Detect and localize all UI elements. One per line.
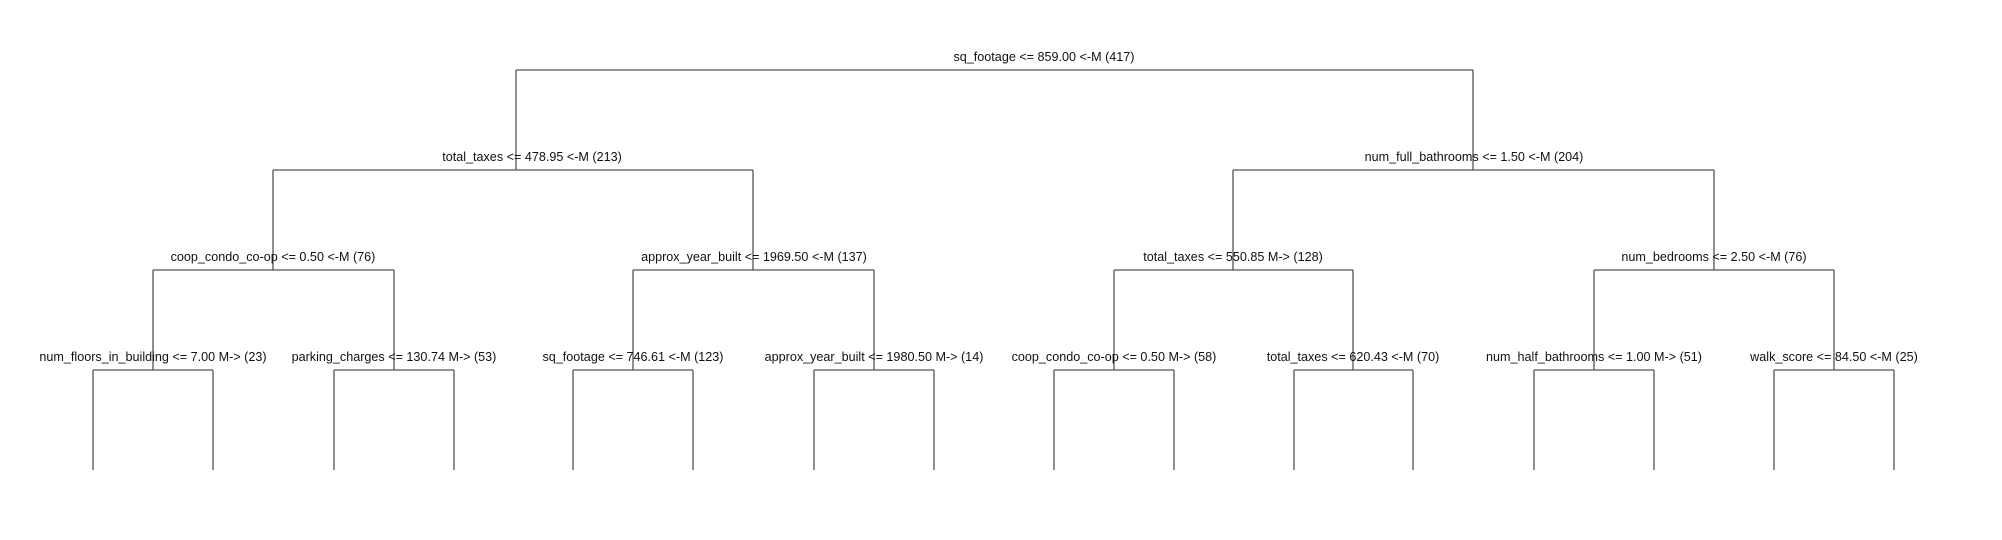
node-label-n12: approx_year_built <= 1969.50 <-M (137) xyxy=(641,250,867,264)
tree-edges xyxy=(92,69,1895,470)
node-label-n21: total_taxes <= 550.85 M-> (128) xyxy=(1143,250,1323,264)
node-label-n222: walk_score <= 84.50 <-M (25) xyxy=(1749,350,1918,364)
node-label-n122: approx_year_built <= 1980.50 M-> (14) xyxy=(765,350,984,364)
node-label-n212: total_taxes <= 620.43 <-M (70) xyxy=(1267,350,1440,364)
node-label-n2: num_full_bathrooms <= 1.50 <-M (204) xyxy=(1365,150,1584,164)
node-label-n22: num_bedrooms <= 2.50 <-M (76) xyxy=(1621,250,1806,264)
node-label-n11: coop_condo_co-op <= 0.50 <-M (76) xyxy=(171,250,376,264)
node-label-n221: num_half_bathrooms <= 1.00 M-> (51) xyxy=(1486,350,1702,364)
node-label-n0: sq_footage <= 859.00 <-M (417) xyxy=(954,50,1135,64)
node-label-n211: coop_condo_co-op <= 0.50 M-> (58) xyxy=(1012,350,1217,364)
node-label-n1: total_taxes <= 478.95 <-M (213) xyxy=(442,150,622,164)
node-label-n112: parking_charges <= 130.74 M-> (53) xyxy=(292,350,497,364)
node-label-n111: num_floors_in_building <= 7.00 M-> (23) xyxy=(39,350,266,364)
tree-node-labels: sq_footage <= 859.00 <-M (417) total_taxe… xyxy=(39,50,1917,364)
node-label-n121: sq_footage <= 746.61 <-M (123) xyxy=(543,350,724,364)
